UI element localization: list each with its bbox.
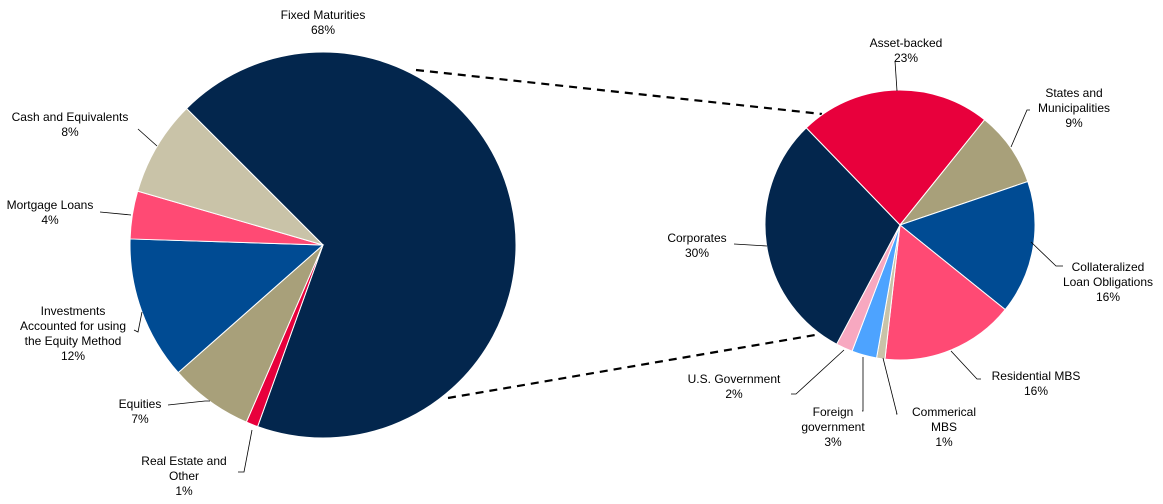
leader-line (137, 128, 158, 147)
leader-line (133, 311, 143, 333)
label-asset-backed: Asset-backed 23% (869, 36, 943, 65)
slice-collateralized-loan-obligations (898, 180, 1036, 311)
label-investments-accounted-for-using-the-equity-method: Investments Accounted for using the Equi… (19, 304, 127, 363)
leader-line (791, 349, 845, 395)
leader-line (882, 357, 898, 415)
slice-asset-backed (805, 89, 986, 226)
leader-line (1030, 241, 1063, 267)
leader-line (894, 60, 898, 92)
dashed-connector-line (447, 333, 816, 400)
slice-investments-accounted-for-using-the-equity-method (129, 238, 325, 374)
slice-fixed-maturities (185, 51, 517, 439)
label-commerical-mbs: Commerical MBS 1% (911, 405, 976, 449)
label-corporates: Corporates 30% (667, 231, 727, 260)
label-collateralized-loan-obligations: Collateralized Loan Obligations 16% (1062, 260, 1154, 304)
label-leader-lines (99, 60, 1063, 473)
label-u-s-government: U.S. Government 2% (687, 372, 781, 401)
label-residential-mbs: Residential MBS 16% (991, 369, 1081, 398)
slice-cash-and-equivalents (137, 107, 324, 246)
fixed-maturities-pie (764, 89, 1036, 361)
leader-line (167, 400, 210, 406)
label-states-and-municipalities: States and Municipalities 9% (1037, 86, 1111, 130)
dashed-connector-line (415, 68, 823, 116)
leader-line (950, 350, 981, 380)
label-foreign-government: Foreign government 3% (801, 405, 865, 449)
leader-line (733, 243, 768, 247)
leader-line (238, 429, 253, 473)
label-equities: Equities 7% (118, 397, 162, 426)
investments-pie (129, 51, 517, 439)
label-real-estate-and-other: Real Estate and Other 1% (141, 454, 227, 498)
label-fixed-maturities: Fixed Maturities 68% (280, 8, 366, 37)
leader-line (862, 357, 864, 412)
slice-residential-mbs (884, 224, 1006, 361)
label-mortgage-loans: Mortgage Loans 4% (6, 198, 94, 227)
slice-corporates (764, 127, 901, 345)
label-cash-and-equivalents: Cash and Equivalents 8% (11, 110, 129, 139)
leader-line (99, 211, 132, 216)
zoom-connector-lines (415, 68, 823, 400)
leader-line (1010, 109, 1030, 148)
